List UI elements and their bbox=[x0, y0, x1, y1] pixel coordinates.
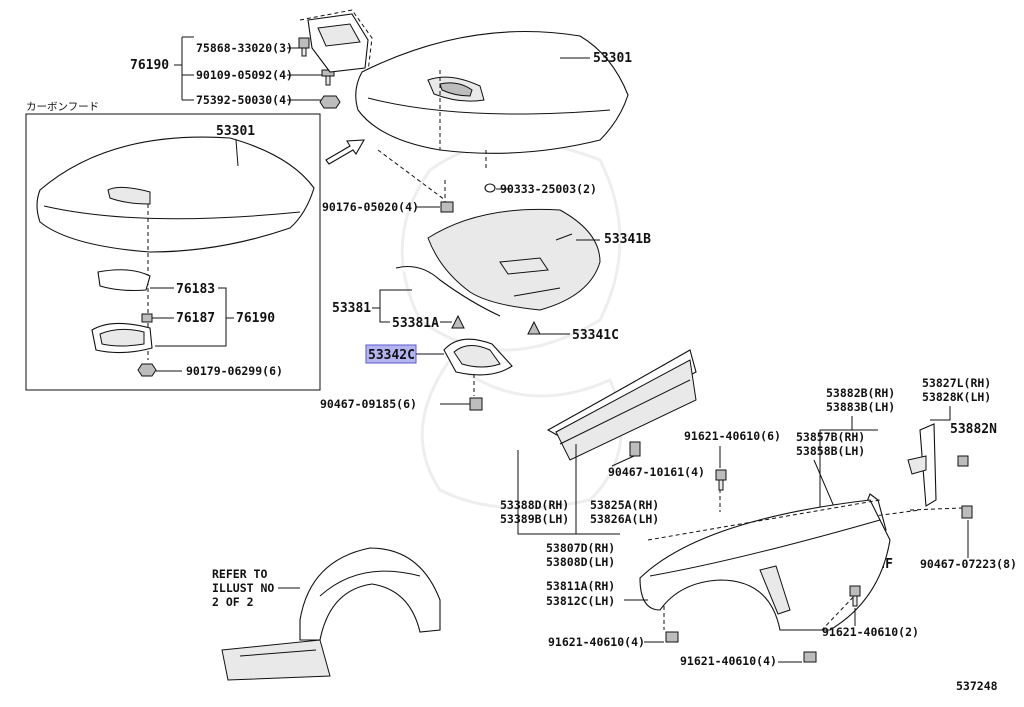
label-53301-main: 53301 bbox=[593, 51, 632, 66]
hood-insulator: 90333-25003(2) 90176-05020(4) 53341B bbox=[322, 182, 651, 311]
clip-icon bbox=[440, 201, 454, 213]
bolt-icon bbox=[665, 631, 679, 643]
inset-frame bbox=[25, 113, 321, 391]
bolt-icon bbox=[715, 469, 727, 491]
bolt-icon bbox=[849, 585, 861, 607]
hood-scoop-bracket bbox=[299, 9, 373, 73]
label-53389B: 53389B(LH) bbox=[500, 512, 569, 526]
label-53882B: 53882B(RH) bbox=[826, 386, 895, 400]
label-53342C: 53342C bbox=[368, 348, 415, 363]
label-91621-40610-4b: 91621-40610(4) bbox=[680, 654, 777, 668]
clip-icon bbox=[961, 505, 973, 519]
hood-main: 53301 bbox=[355, 30, 632, 205]
label-91621-40610-6: 91621-40610(6) bbox=[684, 429, 781, 443]
label-53883B: 53883B(LH) bbox=[826, 400, 895, 414]
label-90179: 90179-06299(6) bbox=[186, 364, 283, 378]
clip-icon bbox=[527, 320, 541, 335]
label-91621-40610-2: 91621-40610(2) bbox=[822, 625, 919, 639]
label-53882N: 53882N bbox=[950, 422, 997, 437]
label-76190-top: 76190 bbox=[130, 58, 169, 73]
label-53857B: 53857B(RH) bbox=[796, 430, 865, 444]
clip-icon bbox=[629, 441, 641, 457]
label-90467-09185: 90467-09185(6) bbox=[320, 397, 417, 411]
label-53381: 53381 bbox=[332, 301, 371, 316]
nut-icon bbox=[141, 313, 153, 323]
label-53341C: 53341C bbox=[572, 328, 619, 343]
clip-icon bbox=[469, 397, 483, 411]
clip-icon bbox=[451, 314, 465, 329]
diagram-id: 537248 bbox=[956, 679, 998, 693]
fender-apron: 90467-10161(4) 53388D(RH) 53389B(LH) 538… bbox=[500, 349, 705, 569]
label-53827L: 53827L(RH) bbox=[922, 376, 991, 390]
label-53825A: 53825A(RH) bbox=[590, 498, 659, 512]
label-90333: 90333-25003(2) bbox=[500, 182, 597, 196]
label-90467-07223: 90467-07223(8) bbox=[920, 557, 1017, 571]
clip-icon bbox=[957, 455, 969, 467]
label-53808D: 53808D(LH) bbox=[546, 555, 615, 569]
screw-icon bbox=[298, 37, 310, 57]
label-75868: 75868-33020(3) bbox=[196, 41, 293, 55]
fender-liner-labels: 53811A(RH) 53812C(LH) 91621-40610(4) 916… bbox=[546, 579, 919, 668]
inner-fender-liner: REFER TO ILLUST NO 2 OF 2 bbox=[212, 547, 441, 681]
label-53381A: 53381A bbox=[392, 316, 439, 331]
label-53807D: 53807D(RH) bbox=[546, 541, 615, 555]
label-53388D: 53388D(RH) bbox=[500, 498, 569, 512]
label-refer-1: REFER TO bbox=[212, 567, 267, 581]
label-75392: 75392-50030(4) bbox=[196, 93, 293, 107]
label-refer-2: ILLUST NO bbox=[212, 581, 274, 595]
hood-duct-53342C: 53342C 90467-09185(6) bbox=[320, 338, 513, 411]
nut-icon bbox=[319, 95, 341, 109]
label-90109: 90109-05092(4) bbox=[196, 68, 293, 82]
label-53301-inset: 53301 bbox=[216, 124, 255, 139]
label-53828K: 53828K(LH) bbox=[922, 390, 991, 404]
label-refer-3: 2 OF 2 bbox=[212, 595, 254, 609]
label-76190-inset: 76190 bbox=[236, 311, 275, 326]
label-76183: 76183 bbox=[176, 282, 215, 297]
label-53812C: 53812C(LH) bbox=[546, 594, 615, 608]
label-90176: 90176-05020(4) bbox=[322, 200, 419, 214]
clip-group-76190: 76190 75868-33020(3) 90109-05092(4) 7539… bbox=[130, 9, 373, 109]
bolt-icon bbox=[803, 651, 817, 663]
label-90467-10161: 90467-10161(4) bbox=[608, 465, 705, 479]
label-53811A: 53811A(RH) bbox=[546, 579, 615, 593]
label-91621-40610-4a: 91621-40610(4) bbox=[548, 635, 645, 649]
label-carbon-hood: カーボンフード bbox=[26, 101, 99, 113]
label-76187: 76187 bbox=[176, 311, 215, 326]
nut-icon bbox=[137, 363, 157, 377]
label-53341B: 53341B bbox=[604, 232, 651, 247]
arrow-icon bbox=[325, 139, 365, 165]
label-53858B: 53858B(LH) bbox=[796, 444, 865, 458]
front-fender: 91621-40610(6) bbox=[639, 429, 891, 633]
label-53826A: 53826A(LH) bbox=[590, 512, 659, 526]
hood-seal: 53381 53381A 53341C bbox=[332, 265, 619, 343]
carbon-hood-inset: カーボンフード 53301 76183 76187 76190 90179-06… bbox=[25, 101, 321, 391]
